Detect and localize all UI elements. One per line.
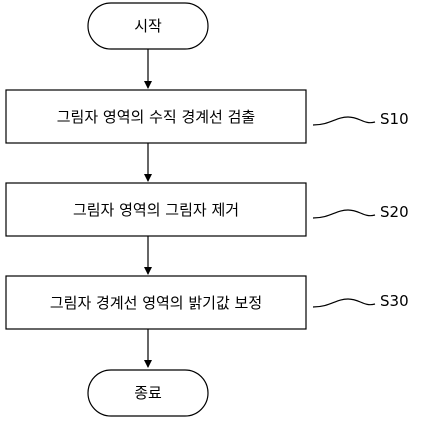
leader-line-s10	[312, 116, 376, 126]
step-code-s10: S10	[380, 110, 409, 128]
step-code-s20: S20	[380, 203, 409, 221]
step-box-s30: 그림자 경계선 영역의 밝기값 보정	[5, 275, 307, 330]
start-terminal: 시작	[87, 2, 209, 50]
leader-line-s30	[312, 298, 376, 308]
step-label-s10: 그림자 영역의 수직 경계선 검출	[57, 108, 255, 126]
step-box-s10: 그림자 영역의 수직 경계선 검출	[5, 89, 307, 144]
step-box-s20: 그림자 영역의 그림자 제거	[5, 182, 307, 237]
step-label-s30: 그림자 경계선 영역의 밝기값 보정	[50, 294, 262, 312]
leader-line-s20	[312, 209, 376, 219]
end-label: 종료	[134, 384, 162, 402]
end-terminal: 종료	[87, 369, 209, 417]
start-label: 시작	[134, 17, 162, 35]
step-code-s30: S30	[380, 292, 409, 310]
step-label-s20: 그림자 영역의 그림자 제거	[73, 201, 239, 219]
